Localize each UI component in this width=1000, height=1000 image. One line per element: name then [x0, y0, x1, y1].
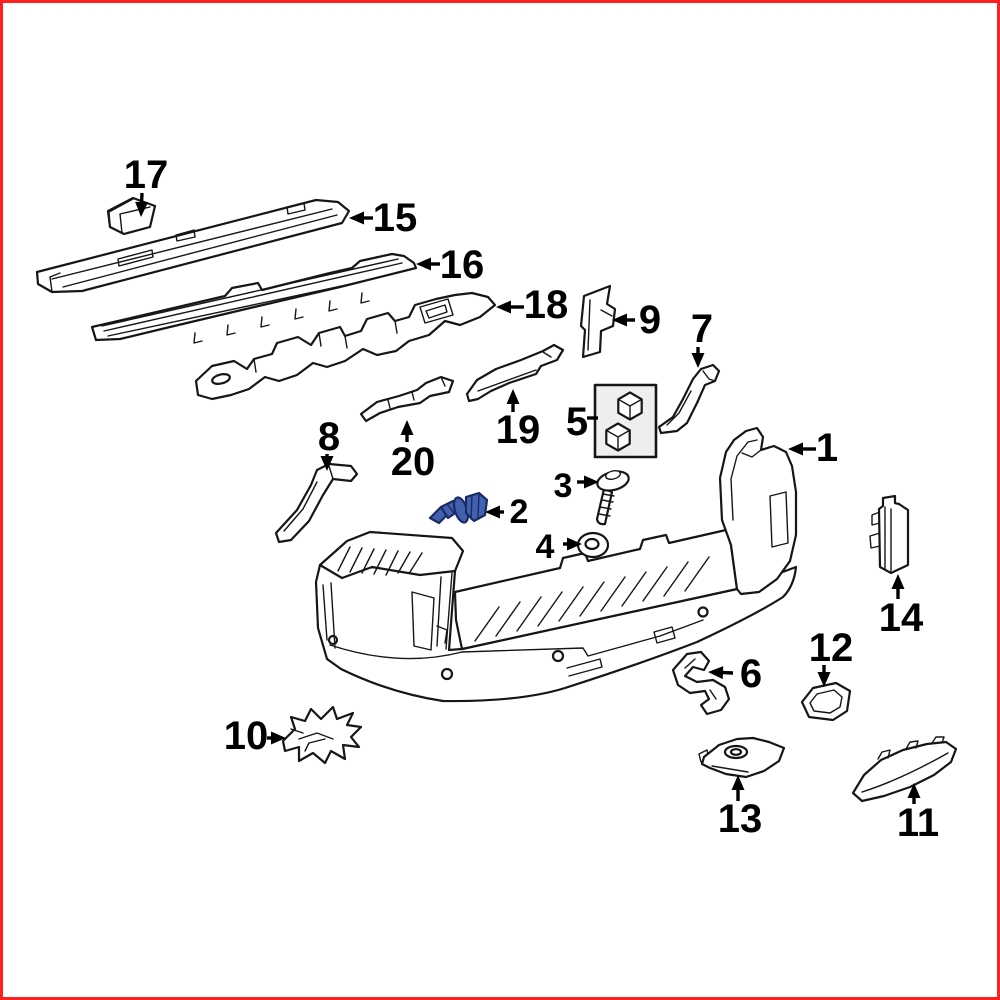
- part-3-screw: [595, 470, 630, 526]
- callout-1: 1: [788, 426, 838, 470]
- part-1-bumper-cover: [314, 426, 798, 703]
- callout-number: 1: [816, 426, 838, 470]
- callout-number: 7: [691, 307, 713, 351]
- callout-number: 10: [224, 714, 269, 758]
- part-14-retainer: [869, 494, 910, 575]
- callout-number: 3: [554, 467, 573, 505]
- callout-number: 8: [318, 415, 340, 459]
- callout-15: 15: [349, 196, 417, 240]
- callout-18: 18: [496, 283, 568, 327]
- callout-arrowhead-icon: [584, 475, 599, 489]
- part-18-energy-absorber: [194, 291, 497, 401]
- callout-arrowhead-icon: [496, 300, 511, 314]
- callout-6: 6: [708, 652, 762, 696]
- callout-arrowhead-icon: [891, 574, 905, 589]
- part-11-reflector: [851, 736, 958, 803]
- part-20-rail: [359, 375, 455, 423]
- callout-number: 15: [373, 196, 418, 240]
- callout-arrowhead-icon: [135, 201, 149, 217]
- callout-arrowhead-icon: [349, 211, 364, 225]
- part-17-clip: [106, 196, 157, 236]
- callout-arrowhead-icon: [708, 666, 724, 680]
- part-19-rail: [465, 343, 565, 403]
- part-15-step-panel: [35, 198, 351, 294]
- part-16-finish-panel: [90, 252, 418, 344]
- part-9-bracket: [579, 284, 617, 359]
- callout-13: 13: [718, 775, 763, 841]
- callout-number: 18: [524, 283, 569, 327]
- callout-number: 9: [639, 298, 661, 342]
- callout-arrowhead-icon: [320, 456, 334, 471]
- callout-number: 13: [718, 797, 763, 841]
- callout-number: 14: [879, 596, 924, 640]
- callout-arrowhead-icon: [485, 505, 500, 519]
- part-8-bracket: [274, 462, 359, 544]
- callout-number: 19: [496, 408, 541, 452]
- callout-number: 5: [566, 400, 588, 444]
- callout-19: 19: [496, 389, 541, 452]
- part-5-clip-kit: [593, 383, 658, 459]
- callout-10: 10: [224, 714, 286, 758]
- part-13-bracket: [698, 736, 786, 779]
- callout-12: 12: [809, 626, 854, 687]
- callout-2: 2: [485, 493, 528, 531]
- callout-arrowhead-icon: [788, 442, 803, 456]
- callout-11: 11: [897, 783, 939, 845]
- callout-4: 4: [536, 528, 582, 566]
- callout-number: 4: [536, 528, 555, 566]
- part-2-push-screw: [428, 491, 489, 525]
- part-12-pad: [800, 681, 852, 722]
- callout-arrowhead-icon: [567, 537, 582, 551]
- callout-number: 6: [740, 652, 762, 696]
- part-4-grommet: [576, 531, 610, 559]
- callout-number: 20: [391, 440, 436, 484]
- callout-arrowhead-icon: [731, 775, 745, 790]
- callout-14: 14: [879, 574, 924, 640]
- callout-arrowhead-icon: [817, 672, 831, 687]
- callout-number: 2: [510, 493, 529, 531]
- callout-number: 16: [440, 243, 485, 287]
- callout-arrowhead-icon: [907, 783, 921, 798]
- part-7-bracket: [657, 363, 721, 435]
- callout-number: 11: [897, 801, 939, 845]
- callout-arrowhead-icon: [506, 389, 520, 404]
- callout-5: 5: [566, 400, 598, 444]
- callout-7: 7: [691, 307, 713, 368]
- callout-arrowhead-icon: [271, 731, 286, 745]
- callout-8: 8: [318, 415, 340, 471]
- callout-number: 12: [809, 626, 854, 670]
- callout-arrowhead-icon: [691, 353, 705, 368]
- callout-16: 16: [416, 243, 484, 287]
- callout-arrowhead-icon: [416, 257, 431, 271]
- part-10-bracket: [281, 705, 363, 765]
- part-6-bracket: [671, 650, 731, 716]
- callout-arrowhead-icon: [400, 420, 414, 435]
- callout-arrowhead-icon: [612, 313, 627, 327]
- callout-17: 17: [124, 153, 169, 217]
- callout-20: 20: [391, 420, 436, 484]
- callout-number: 17: [124, 153, 169, 197]
- callout-3: 3: [554, 467, 599, 505]
- callout-9: 9: [612, 298, 661, 342]
